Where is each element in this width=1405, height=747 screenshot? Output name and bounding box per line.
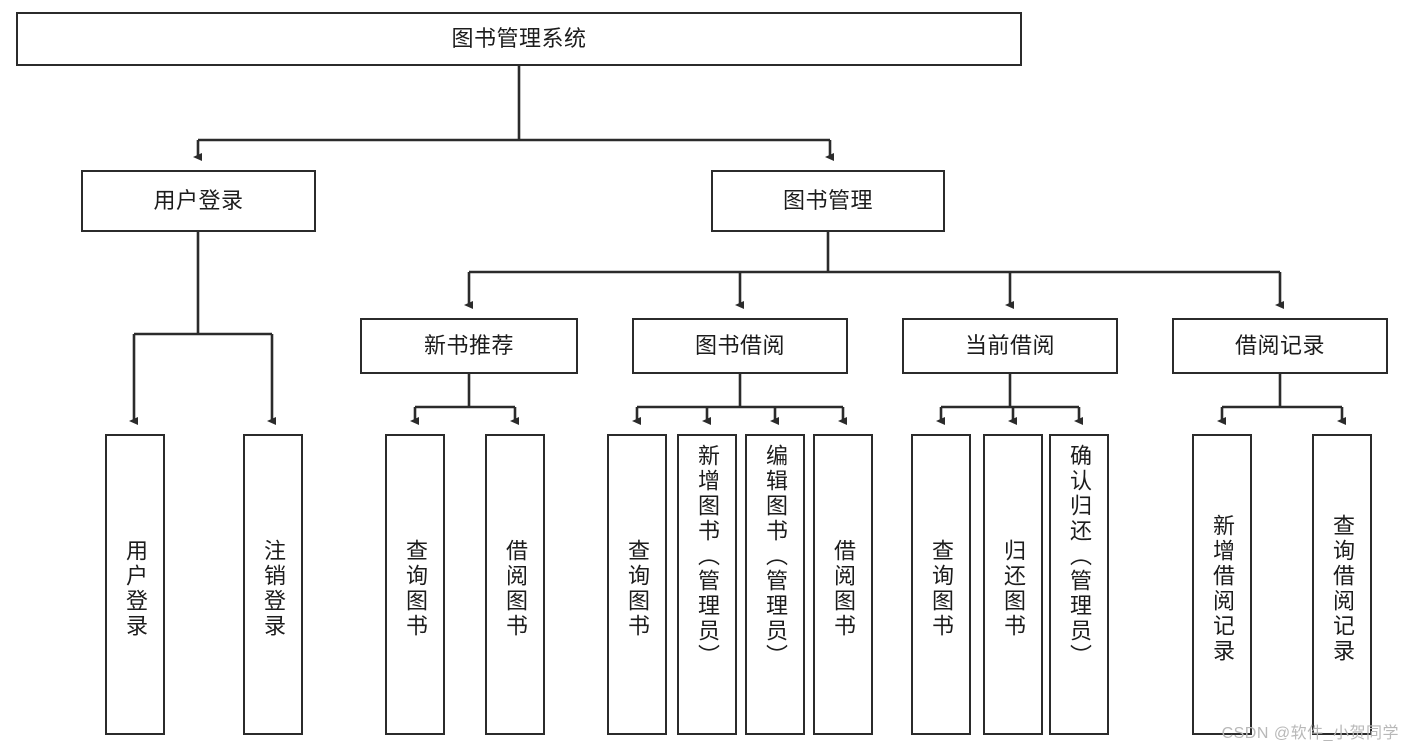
node-user-login-label: 用户登录 [153,188,244,214]
node-leaf-add-book-label: 新增图书（管理员） [695,444,720,669]
node-root[interactable]: 图书管理系统 [16,12,1022,66]
node-leaf-borrow-book-rec-label: 借阅图书 [503,538,528,639]
node-current-borrow[interactable]: 当前借阅 [902,318,1118,374]
node-leaf-user-login[interactable]: 用户登录 [105,434,165,735]
node-leaf-return-book-label: 归还图书 [1001,538,1026,639]
node-leaf-logout-label: 注销登录 [261,538,286,639]
node-leaf-add-record[interactable]: 新增借阅记录 [1192,434,1252,735]
node-borrow-records[interactable]: 借阅记录 [1172,318,1388,374]
node-leaf-query-record-label: 查询借阅记录 [1330,513,1355,664]
node-leaf-query-book[interactable]: 查询图书 [607,434,667,735]
node-leaf-query-book-rec[interactable]: 查询图书 [385,434,445,735]
node-leaf-query-book-cur-label: 查询图书 [929,538,954,639]
node-leaf-borrow-book-rec[interactable]: 借阅图书 [485,434,545,735]
node-root-label: 图书管理系统 [451,26,587,52]
node-leaf-confirm-return[interactable]: 确认归还（管理员） [1049,434,1109,735]
node-user-login[interactable]: 用户登录 [81,170,316,232]
node-leaf-query-book-rec-label: 查询图书 [403,538,428,639]
node-book-management[interactable]: 图书管理 [711,170,945,232]
node-leaf-edit-book[interactable]: 编辑图书（管理员） [745,434,805,735]
node-book-borrow[interactable]: 图书借阅 [632,318,848,374]
node-leaf-borrow-book[interactable]: 借阅图书 [813,434,873,735]
node-leaf-add-record-label: 新增借阅记录 [1210,513,1235,664]
node-book-management-label: 图书管理 [782,188,873,214]
node-leaf-query-book-cur[interactable]: 查询图书 [911,434,971,735]
csdn-watermark: CSDN @软件_小贺同学 [1221,725,1399,742]
node-new-book-recommend-label: 新书推荐 [423,333,514,359]
node-leaf-query-book-label: 查询图书 [625,538,650,639]
node-leaf-logout[interactable]: 注销登录 [243,434,303,735]
node-leaf-query-record[interactable]: 查询借阅记录 [1312,434,1372,735]
node-leaf-add-book[interactable]: 新增图书（管理员） [677,434,737,735]
node-current-borrow-label: 当前借阅 [964,333,1055,359]
node-leaf-borrow-book-label: 借阅图书 [831,538,856,639]
node-leaf-confirm-return-label: 确认归还（管理员） [1067,444,1092,669]
node-leaf-return-book[interactable]: 归还图书 [983,434,1043,735]
node-leaf-user-login-label: 用户登录 [123,538,148,639]
node-borrow-records-label: 借阅记录 [1234,333,1325,359]
node-new-book-recommend[interactable]: 新书推荐 [360,318,578,374]
node-book-borrow-label: 图书借阅 [694,333,785,359]
node-leaf-edit-book-label: 编辑图书（管理员） [763,444,788,669]
